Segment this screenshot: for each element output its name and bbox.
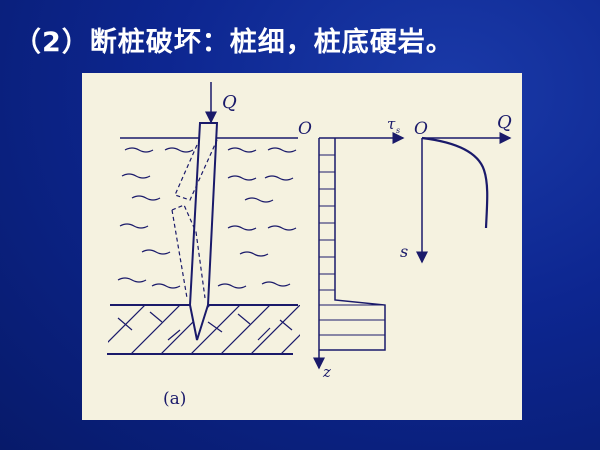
qs-origin-label: O bbox=[414, 119, 428, 139]
tau-origin-label: O bbox=[298, 119, 312, 139]
figure-caption: (a) bbox=[163, 389, 186, 409]
qs-s-axis-label: s bbox=[400, 242, 408, 261]
pile bbox=[188, 122, 219, 341]
slide-title: （2）断桩破坏：桩细，桩底硬岩。 bbox=[14, 27, 454, 58]
friction-bars bbox=[319, 154, 385, 336]
tau-axis-subscript: s bbox=[396, 126, 400, 135]
z-axis-label: z bbox=[322, 363, 331, 381]
shaft-friction-distribution bbox=[319, 138, 386, 351]
tau-axis-label: τ bbox=[387, 115, 396, 133]
soft-soil-waves bbox=[117, 147, 297, 289]
figure-panel bbox=[82, 73, 522, 420]
load-settlement-curve bbox=[421, 136, 489, 229]
load-label: Q bbox=[222, 92, 237, 113]
qs-q-axis-label: Q bbox=[497, 112, 512, 133]
rock-hatching bbox=[108, 305, 300, 354]
